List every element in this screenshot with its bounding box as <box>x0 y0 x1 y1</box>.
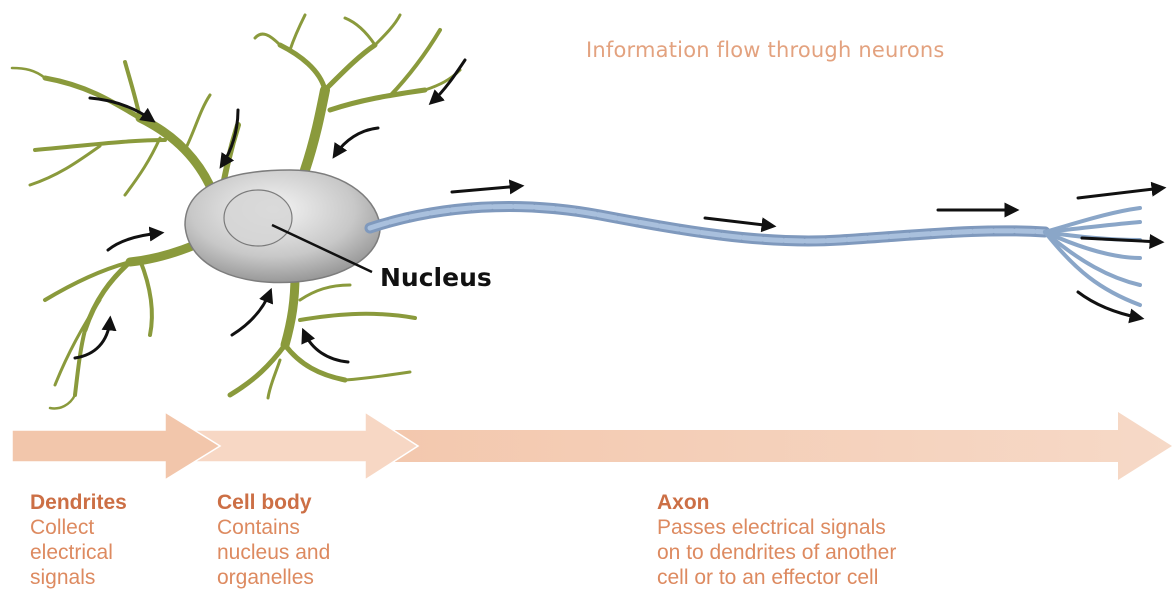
cell-body-text-line: organelles <box>217 565 330 590</box>
cell-body <box>185 170 380 283</box>
cell-body-text-line: nucleus and <box>217 540 330 565</box>
nucleus-label: Nucleus <box>380 263 492 292</box>
axon-text-line: cell or to an effector cell <box>657 565 896 590</box>
flow-arrows <box>12 412 1172 480</box>
axon-text-line: Passes electrical signals <box>657 515 896 540</box>
dendrites-heading: Dendrites <box>30 490 127 515</box>
flow-arrow-cell-body <box>195 412 418 480</box>
cell-body-heading: Cell body <box>217 490 330 515</box>
diagram-title: Information flow through neurons <box>586 38 945 62</box>
cell-body-description: Cell body Contains nucleus and organelle… <box>217 490 330 590</box>
axon-description: Axon Passes electrical signals on to den… <box>657 490 896 590</box>
dendrites-text-line: signals <box>30 565 127 590</box>
flow-arrow-axon <box>395 412 1172 480</box>
cell-body-text-line: Contains <box>217 515 330 540</box>
nucleus <box>224 190 292 246</box>
dendrites-text-line: Collect <box>30 515 127 540</box>
dendrites-description: Dendrites Collect electrical signals <box>30 490 127 590</box>
axon-text-line: on to dendrites of another <box>657 540 896 565</box>
flow-arrow-dendrites <box>12 412 220 480</box>
axon-heading: Axon <box>657 490 896 515</box>
dendrites-text-line: electrical <box>30 540 127 565</box>
